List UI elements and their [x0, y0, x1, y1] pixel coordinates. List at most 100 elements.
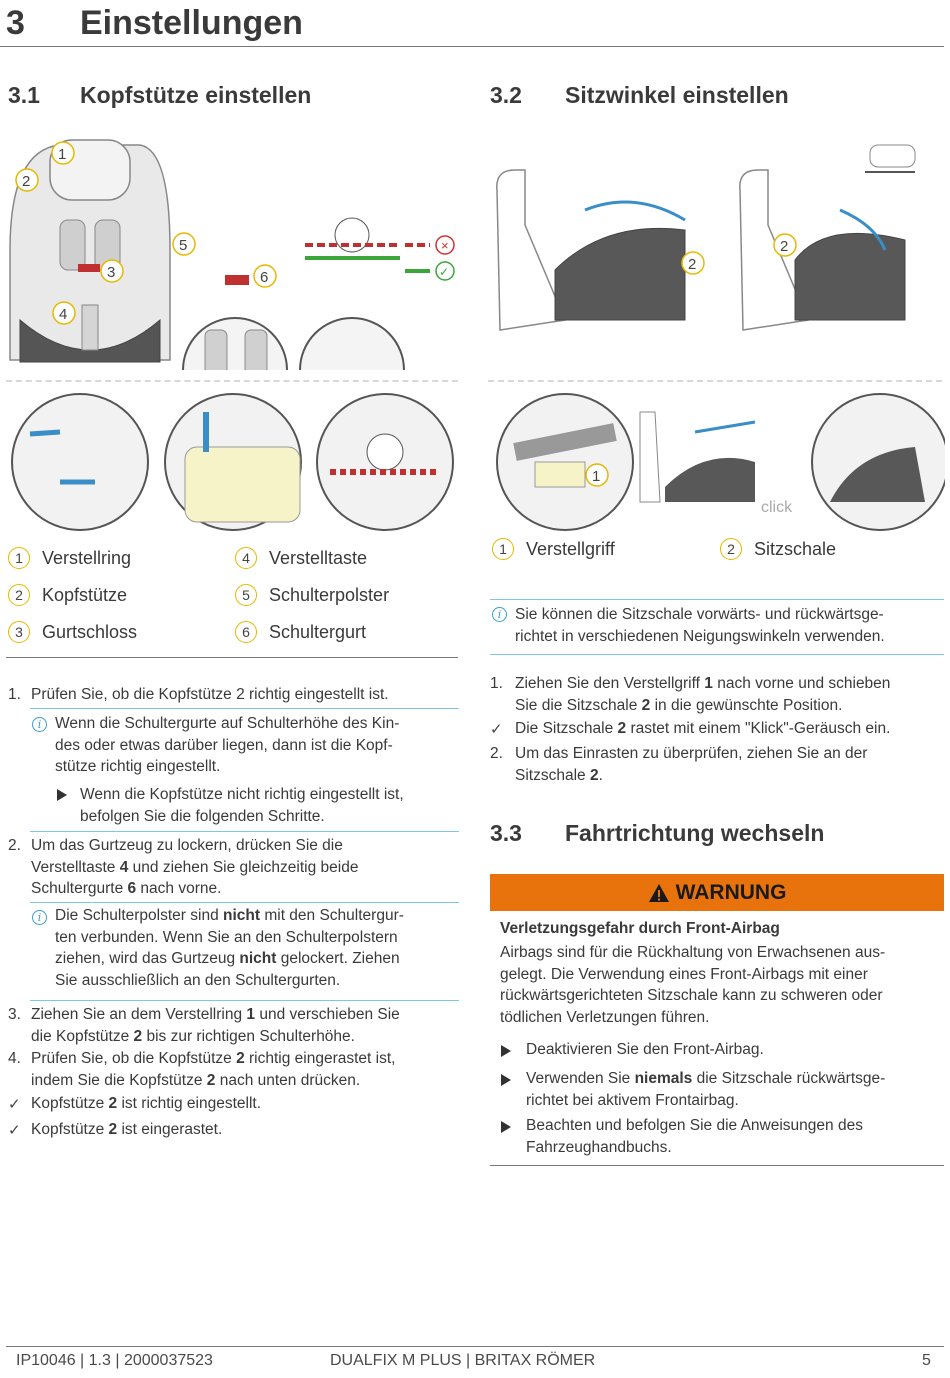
ref: 2	[108, 1095, 118, 1112]
headrest-illustration: × ✓ 1 2 3 4 5 6	[9, 139, 455, 370]
footer-doc-id: IP10046 | 1.3 | 2000037523	[16, 1352, 213, 1369]
line: des oder etwas darüber liegen, dann ist …	[55, 736, 393, 754]
result-2-text: Kopfstütze 2 ist eingerastet.	[31, 1119, 222, 1141]
arrow-1-text: Wenn die Kopfstütze nicht richtig einges…	[80, 784, 404, 827]
section-33-number: 3.3	[490, 820, 522, 846]
chapter-title: Einstellungen	[80, 4, 303, 42]
warning-label: WARNUNG	[675, 880, 787, 904]
right-info-text: Sie können die Sitzschale vorwärts- und …	[515, 606, 885, 645]
info-bottom-rule	[490, 654, 944, 655]
legend-label: Gurtschloss	[42, 621, 138, 642]
check-icon: ✓	[490, 721, 503, 738]
line: rastet mit einem "Klick"-Geräusch ein.	[626, 720, 891, 737]
legend-num: 6	[235, 621, 257, 643]
ref: 2	[206, 1071, 216, 1089]
warning-text: Airbags sind für die Rückhaltung von Erw…	[500, 942, 885, 1028]
line: Schultergurte	[31, 880, 128, 897]
line: gelockert. Ziehen	[276, 950, 400, 967]
line: die Kopfstütze	[31, 1027, 134, 1045]
line: Kopfstütze	[31, 1121, 109, 1138]
line: indem Sie die Kopfstütze	[31, 1071, 207, 1089]
legend-label: Schulterpolster	[269, 584, 390, 605]
info-icon: i	[32, 910, 47, 925]
info-rule	[30, 1000, 459, 1001]
line: in die gewünschte Position.	[650, 696, 843, 714]
footer-product: DUALFIX M PLUS | BRITAX RÖMER	[330, 1352, 596, 1369]
line: ziehen, wird das Gurtzeug	[55, 950, 240, 967]
ref: 2	[617, 720, 627, 737]
line: Sie ausschließlich an den Schultergurten…	[55, 971, 341, 989]
legend-label: Verstelltaste	[269, 547, 368, 568]
left-dashed-divider	[6, 380, 458, 382]
ref: 2	[641, 696, 651, 714]
check-icon: ✓	[8, 1122, 21, 1139]
line: befolgen Sie die folgenden Schritte.	[80, 807, 325, 825]
info-top-rule	[490, 599, 944, 600]
svg-text:2: 2	[780, 238, 788, 255]
check-icon: ✓	[8, 1096, 21, 1113]
warning-bullet-3: Beachten und befolgen Sie die Anweisunge…	[526, 1115, 863, 1158]
legend-item-5: 5 Schulterpolster	[235, 584, 389, 606]
line: Die Sitzschale	[515, 720, 618, 737]
legend-num: 2	[8, 584, 30, 606]
click-label: click	[761, 499, 793, 516]
step-1-text: Prüfen Sie, ob die Kopfstütze 2 richtig …	[31, 684, 389, 706]
callout-2: 2	[22, 173, 30, 190]
line: nach vorne.	[136, 880, 222, 897]
legend-num: 5	[235, 584, 257, 606]
line: Sie die Sitzschale	[515, 696, 642, 714]
line: richtet bei aktivem Frontairbag.	[526, 1091, 739, 1109]
line: Wenn die Kopfstütze nicht richtig einges…	[80, 786, 404, 803]
ref: 2	[589, 766, 599, 784]
line: Wenn die Schultergurte auf Schulterhöhe …	[55, 715, 400, 732]
seat-angle-illustration: 2 2	[496, 144, 916, 331]
callout-6: 6	[260, 269, 268, 286]
line: Um das Einrasten zu überprüfen, ziehen S…	[515, 745, 868, 762]
legend-num: 2	[720, 538, 742, 560]
info-rule	[30, 902, 459, 903]
line: nach vorne und schieben	[712, 675, 891, 692]
emph: nicht	[223, 907, 261, 924]
warning-heading: Verletzungsgefahr durch Front-Airbag	[500, 920, 780, 937]
line: Die Schulterpolster sind	[55, 907, 223, 924]
chapter-number: 3	[6, 4, 25, 42]
arrow-icon	[501, 1045, 511, 1057]
right-result-text: Die Sitzschale 2 rastet mit einem "Klick…	[515, 718, 890, 740]
emph: niemals	[634, 1070, 693, 1087]
line: stütze richtig eingestellt.	[55, 758, 221, 775]
line: Airbags sind für die Rückhaltung von Erw…	[500, 944, 886, 961]
warning-bullet-2: Verwenden Sie niemals die Sitzschale rüc…	[526, 1068, 885, 1111]
legend-num: 1	[8, 547, 30, 569]
step-text: Prüfen Sie, ob die Kopfstütze 2 richtig …	[31, 686, 389, 703]
section-31-number: 3.1	[8, 82, 40, 108]
step-3-text: Ziehen Sie an dem Verstellring 1 und ver…	[31, 1004, 400, 1047]
ref: 2	[236, 1050, 245, 1067]
line: ist richtig eingestellt.	[117, 1095, 262, 1112]
info-rule	[30, 831, 459, 832]
line: Beachten und befolgen Sie die Anweisunge…	[526, 1117, 863, 1134]
step-4-text: Prüfen Sie, ob die Kopfstütze 2 richtig …	[31, 1048, 395, 1091]
step-2-text: Um das Gurtzeug zu lockern, drücken Sie …	[31, 835, 358, 900]
right-dashed-divider	[488, 380, 942, 382]
section-33-title: Fahrtrichtung wechseln	[565, 820, 825, 846]
right-step-2-number: 2.	[490, 745, 503, 762]
page-number: 5	[922, 1352, 931, 1369]
ref: 1	[246, 1006, 256, 1023]
line: Sitzschale	[515, 766, 590, 784]
line: Fahrzeughandbuchs.	[526, 1138, 672, 1156]
right-step-2-text: Um das Einrasten zu überprüfen, ziehen S…	[515, 743, 867, 786]
line: und verschieben Sie	[255, 1006, 400, 1023]
legend-label: Schultergurt	[269, 621, 367, 642]
line: Ziehen Sie den Verstellgriff	[515, 675, 705, 692]
step-1-number: 1.	[8, 686, 21, 703]
line: gelegt. Die Verwendung eines Front-Airba…	[500, 965, 868, 983]
line: richtig eingerastet ist,	[244, 1050, 396, 1067]
right-step-1-text: Ziehen Sie den Verstellgriff 1 nach vorn…	[515, 673, 890, 716]
info-2-text: Die Schulterpolster sind nicht mit den S…	[55, 905, 404, 991]
